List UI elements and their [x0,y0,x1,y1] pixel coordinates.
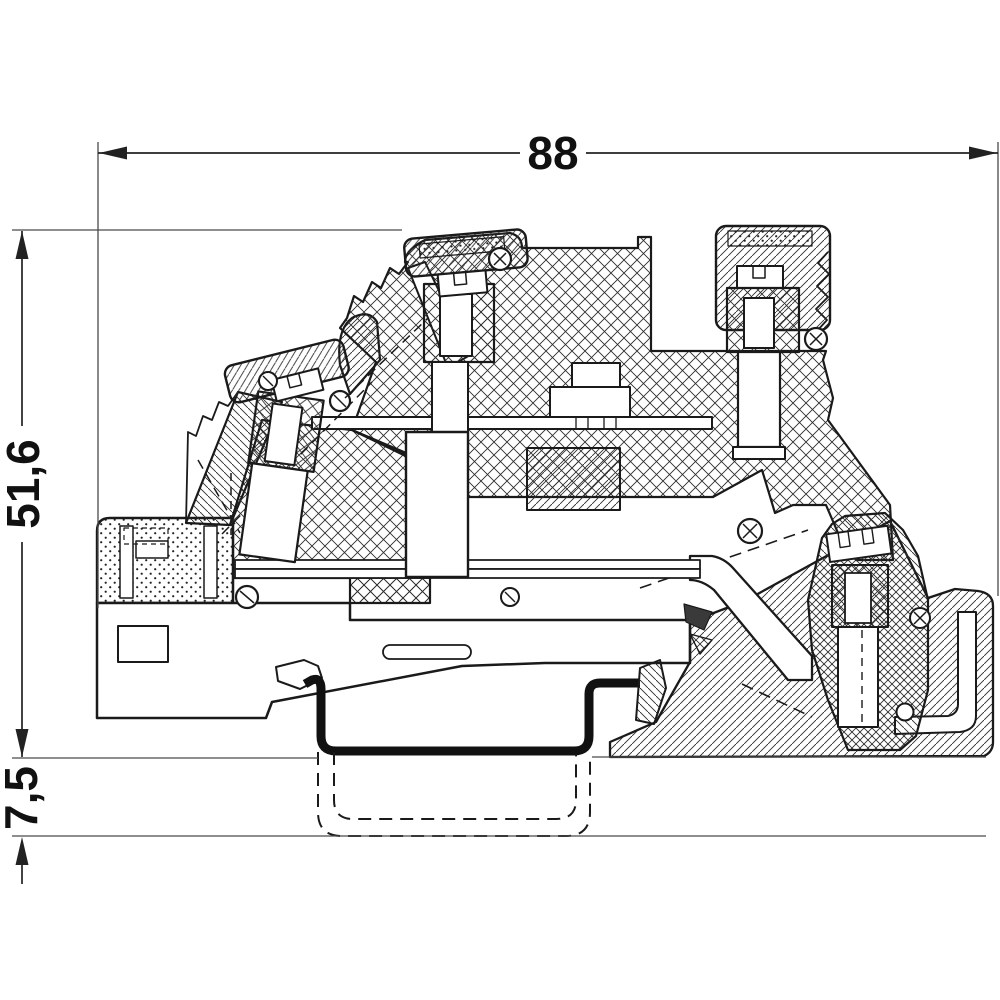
divider-wall [637,236,652,351]
dimension-height: 51,6 [0,231,49,757]
dimension-height-label: 51,6 [0,439,49,529]
screw-stem [736,265,784,289]
left-clamp-unit [221,317,429,564]
clamp-shaft [837,626,879,728]
cap-grip-band [418,236,506,259]
center-column [549,386,631,418]
clamp-window [439,293,473,357]
dimension-rail-offset: 7,5 [0,766,47,884]
din-rail-hidden-outline [317,752,591,837]
terminal-body [95,224,995,837]
din-rail-channel [302,674,640,756]
arrowhead-down-icon [15,729,29,757]
upper-busbar [311,416,713,430]
right-top-clamp-unit [714,224,832,460]
cap-grip-band [727,230,813,247]
arrowhead-right-icon [969,146,997,160]
clamp-cap [825,524,893,564]
dimension-annotations: 88 51,6 7,5 [0,127,999,884]
clamp-shaft [431,361,469,433]
support-block [526,447,621,511]
arrowhead-left-icon [99,146,127,160]
foot-slot [382,644,472,660]
extension-lines [12,142,999,837]
dimension-rail-label: 7,5 [0,766,47,830]
screw-head-icon [895,702,915,722]
screw-stem [436,269,489,298]
middle-clamp-unit [403,228,529,579]
mounting-foot [95,601,692,720]
contact-piece [683,603,713,631]
dimension-width-label: 88 [527,127,578,179]
clamp-window [263,402,304,467]
foot-window [117,625,169,663]
housing-filler [349,577,431,604]
clamp-plunger [404,430,470,579]
hidden-slot-outline [123,527,169,545]
clamp-shaft [238,462,309,564]
housing-serration [815,251,830,332]
lower-right-clamp [806,511,930,752]
arrowhead-up-icon [15,837,29,865]
arrowhead-up-icon [15,231,29,259]
rail-latch [635,659,667,725]
contact-piece [689,633,713,655]
clamp-window [743,297,775,349]
bent-busbar [688,554,814,682]
clamp-shaft [736,350,782,449]
pressure-plate [732,446,786,460]
dimension-width: 88 [98,127,998,179]
marker-block [95,516,235,605]
center-step [571,362,621,388]
clamp-window [844,572,872,624]
